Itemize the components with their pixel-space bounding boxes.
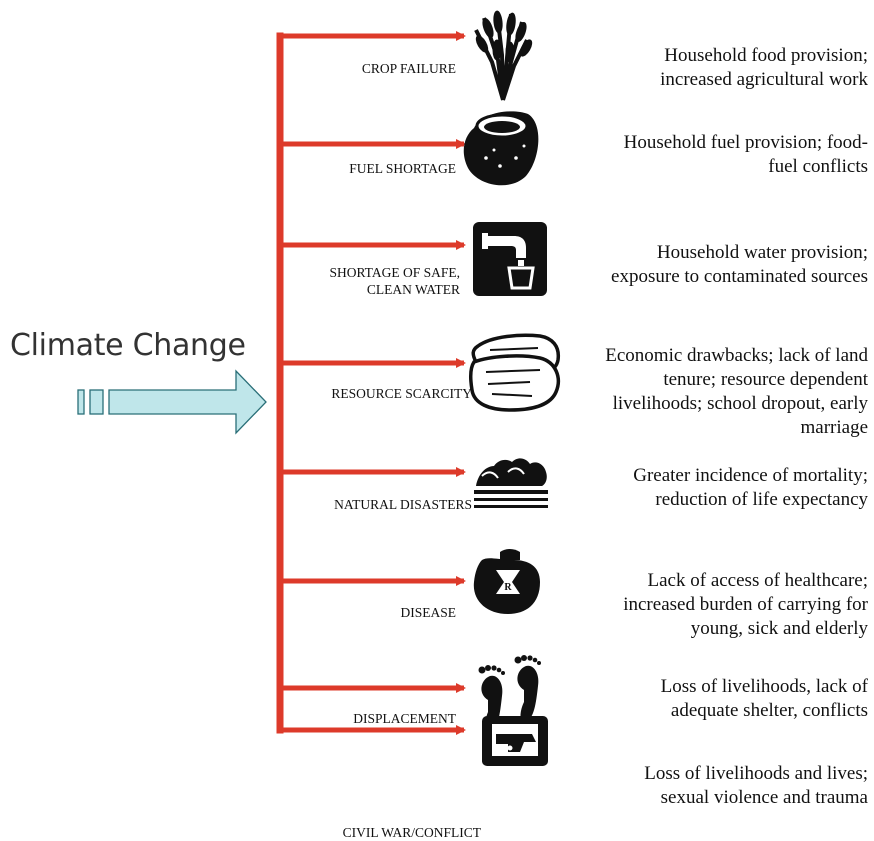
arrow-body bbox=[108, 369, 267, 435]
description-water-shortage: Household water provision; exposure to c… bbox=[611, 242, 868, 287]
title-climate-change: Climate Change bbox=[10, 328, 246, 363]
description-civil-war-conflict: Loss of livelihoods and lives; sexual vi… bbox=[644, 763, 868, 808]
description-fuel-shortage: Household fuel provision; food- fuel con… bbox=[623, 132, 868, 177]
climate-change-arrow bbox=[77, 369, 267, 435]
label-crop-failure: CROP FAILURE bbox=[361, 61, 456, 76]
branches bbox=[280, 31, 466, 735]
label-fuel-shortage: FUEL SHORTAGE bbox=[349, 161, 456, 176]
description-natural-disasters: Greater incidence of mortality; reductio… bbox=[633, 465, 868, 510]
description-resource-scarcity: Economic drawbacks; lack of land tenure;… bbox=[605, 345, 868, 438]
label-disease: DISEASE bbox=[400, 605, 456, 620]
description-disease: Lack of access of healthcare; increased … bbox=[623, 570, 868, 639]
svg-text:R: R bbox=[504, 582, 512, 593]
money-stack-icon bbox=[468, 333, 561, 412]
arrow-tail-bar-1 bbox=[77, 389, 85, 415]
label-displacement: DISPLACEMENT bbox=[353, 711, 456, 726]
label-natural-disasters: NATURAL DISASTERS bbox=[334, 497, 472, 512]
label-water-shortage: SHORTAGE OF SAFE, CLEAN WATER bbox=[329, 265, 460, 297]
grain-icon bbox=[474, 10, 533, 101]
flood-wave-icon bbox=[474, 458, 548, 508]
weapon-icon bbox=[482, 716, 548, 766]
medicine-icon: R bbox=[473, 549, 540, 614]
label-civil-war-conflict: CIVIL WAR/CONFLICT bbox=[342, 825, 481, 840]
arrow-tail-bar-2 bbox=[89, 389, 104, 415]
water-tap-icon bbox=[473, 222, 547, 296]
description-displacement: Loss of livelihoods, lack of adequate sh… bbox=[660, 676, 868, 721]
coconut-icon bbox=[463, 111, 539, 186]
label-resource-scarcity: RESOURCE SCARCITY bbox=[331, 386, 472, 401]
description-crop-failure: Household food provision; increased agri… bbox=[660, 45, 868, 90]
